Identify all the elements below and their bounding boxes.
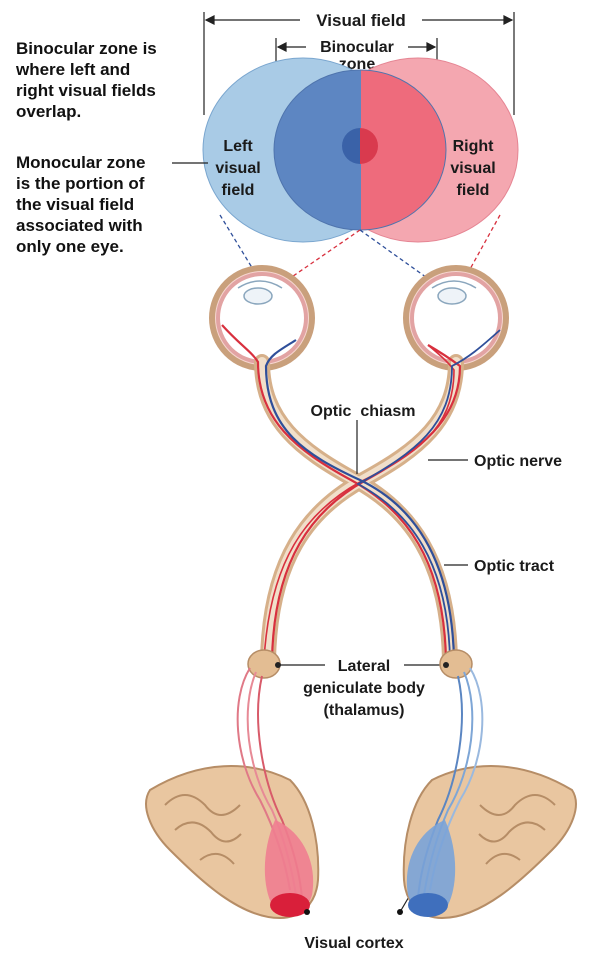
left-visual-field-label: visual [215,160,260,177]
right-visual-field-label: field [457,182,490,199]
visual-cortex-label: Visual cortex [304,935,403,952]
right-visual-field-label: visual [450,160,495,177]
left-visual-field-label: field [222,182,255,199]
optic-chiasm-label: Optic chiasm [311,403,416,420]
optic-nerve-label: Optic nerve [474,453,562,470]
lateral-geniculate-label-line2: geniculate body [303,680,425,697]
left-visual-field-label: Left [223,138,253,155]
fixation-point [342,128,378,164]
visual-field-label: Visual field [316,11,405,30]
left-eye [212,268,312,368]
right-eye [406,268,506,368]
lateral-geniculate-label: Lateral [338,658,390,675]
occipital-lobes [146,766,576,918]
binocular-zone-label: Binocular [320,39,394,56]
lateral-geniculate-label-line3: (thalamus) [324,702,405,719]
optic-tract-label: Optic tract [474,558,555,575]
right-visual-field-label: Right [453,138,495,155]
visual-cortex-regions [265,820,455,917]
